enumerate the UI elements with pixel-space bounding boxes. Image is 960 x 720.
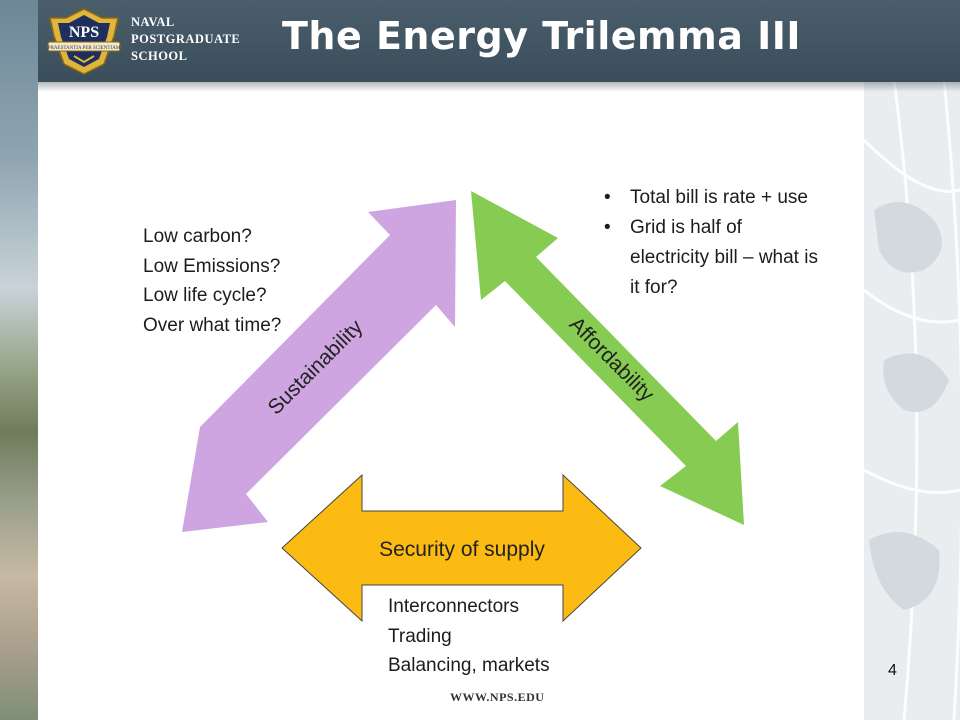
affordability-notes: • Total bill is rate + use • Grid is hal… (604, 183, 854, 303)
bullet-continuation: it for? (630, 277, 678, 298)
wordmark-line: POSTGRADUATE (131, 32, 241, 46)
note-line: Trading (388, 625, 452, 647)
bullet-text: Total bill is rate + use (630, 187, 808, 208)
title-bar (38, 0, 960, 82)
bullet-item: • Grid is half of (604, 213, 854, 243)
nps-wordmark: NAVAL POSTGRADUATE SCHOOL (131, 14, 251, 65)
bullet-text: Grid is half of (630, 217, 742, 238)
sustainability-notes: Low carbon? Low Emissions? Low life cycl… (143, 222, 281, 340)
logo-banner-text: PRAESTANTIA PER SCIENTIAM (48, 46, 121, 51)
bullet-marker: • (604, 217, 611, 238)
note-line: Over what time? (143, 314, 282, 336)
title-bar-shadow (38, 82, 960, 92)
affordability-label: Affordability (565, 313, 659, 407)
sustainability-arrow (182, 200, 456, 532)
logo-seal-text: NPS (69, 24, 99, 41)
nps-seal-logo: NPS PRAESTANTIA PER SCIENTIAM (47, 8, 121, 75)
note-line: Low life cycle? (143, 285, 267, 306)
security-arrow (281, 473, 642, 623)
note-line: Low Emissions? (143, 255, 281, 277)
note-line: Interconnectors (388, 596, 519, 617)
footer-url: WWW.NPS.EDU (450, 690, 545, 704)
security-notes: Interconnectors Trading Balancing, marke… (388, 592, 550, 681)
affordability-arrow (471, 191, 744, 525)
background-photo-strip (0, 0, 38, 720)
note-line: Balancing, markets (388, 655, 550, 676)
bullet-item: • Total bill is rate + use (604, 183, 854, 213)
background-globe-strip (864, 80, 960, 720)
page-number: 4 (888, 662, 897, 679)
wordmark-line: NAVAL (131, 15, 175, 29)
slide-title: The Energy Trilemma III (282, 14, 801, 58)
security-label: Security of supply (379, 538, 545, 561)
bullet-marker: • (604, 187, 611, 208)
wordmark-line: SCHOOL (131, 49, 188, 63)
note-line: Low carbon? (143, 226, 252, 247)
bullet-continuation: electricity bill – what is (630, 247, 818, 268)
